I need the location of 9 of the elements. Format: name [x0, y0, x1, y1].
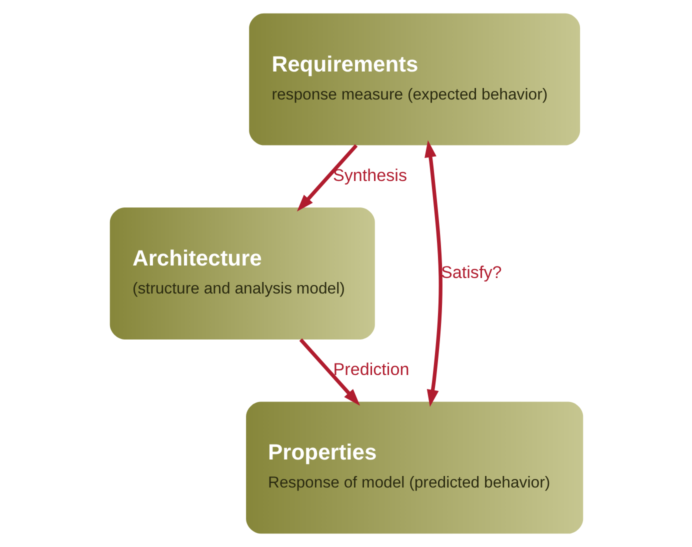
node-box: Architecture (structure and analysis model) — [109, 208, 374, 340]
arrow — [298, 338, 360, 406]
edge-label: Synthesis — [332, 166, 407, 185]
edge-label: Satisfy? — [440, 263, 502, 282]
arrow — [424, 140, 442, 407]
node-box: Properties Response of model (predicted behavior) — [246, 402, 583, 534]
edge-label: Prediction — [332, 360, 409, 380]
arrow — [296, 144, 358, 212]
node-box: Requirements response measure (expected behavior) — [248, 13, 580, 146]
